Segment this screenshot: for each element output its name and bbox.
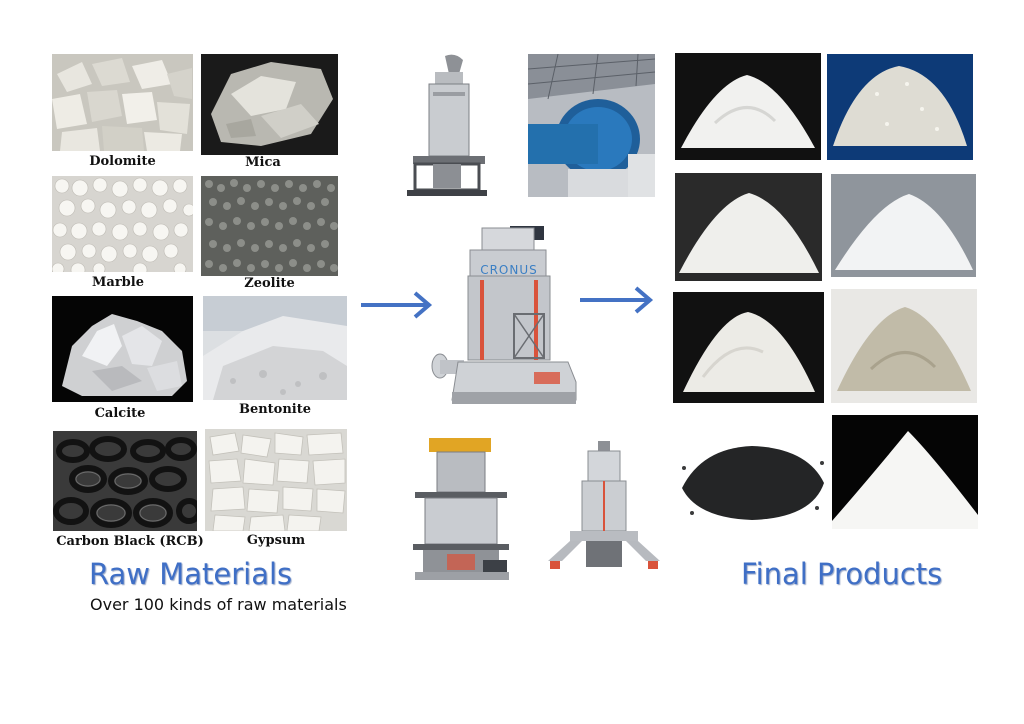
raw-materials-subtitle: Over 100 kinds of raw materials [90, 595, 347, 614]
zeolite-photo [201, 176, 338, 276]
sparkly-powder-photo [827, 54, 973, 160]
mica-photo [201, 54, 338, 155]
cronus-grinding-mill [430, 222, 580, 408]
gypsum-photo [205, 429, 347, 531]
beige-powder-photo [831, 289, 977, 403]
white-powder-photo [832, 415, 978, 529]
white-powder-photo [675, 173, 822, 281]
ball-mill-photo [528, 54, 655, 197]
material-label-mica: Mica [245, 155, 281, 170]
calcite-photo [52, 296, 193, 402]
material-label-marble: Marble [92, 275, 144, 290]
carbon-black-photo [53, 431, 197, 531]
material-label-zeolite: Zeolite [244, 276, 295, 291]
black-powder-photo [672, 428, 832, 533]
mill-brand-logo: CRONUS [480, 263, 538, 277]
material-label-dolomite: Dolomite [89, 154, 156, 169]
dolomite-photo [52, 54, 193, 151]
ultrafine-mill-illustration [542, 439, 666, 573]
right-arrow-icon [359, 290, 435, 320]
bentonite-photo [203, 296, 347, 400]
marble-photo [52, 176, 193, 272]
raw-materials-heading: Raw Materials [89, 557, 293, 591]
raymond-mill-illustration [405, 52, 490, 200]
material-label-bentonite: Bentonite [238, 402, 312, 417]
material-label-carbon-black: Carbon Black (RCB) [56, 534, 204, 549]
material-label-gypsum: Gypsum [246, 533, 306, 548]
vertical-roller-mill-illustration [407, 436, 515, 582]
final-products-heading: Final Products [741, 557, 943, 591]
white-powder-photo [673, 292, 824, 403]
right-arrow-icon [578, 285, 656, 315]
white-powder-photo [831, 174, 976, 277]
white-powder-photo [675, 53, 821, 160]
material-label-calcite: Calcite [94, 406, 146, 421]
